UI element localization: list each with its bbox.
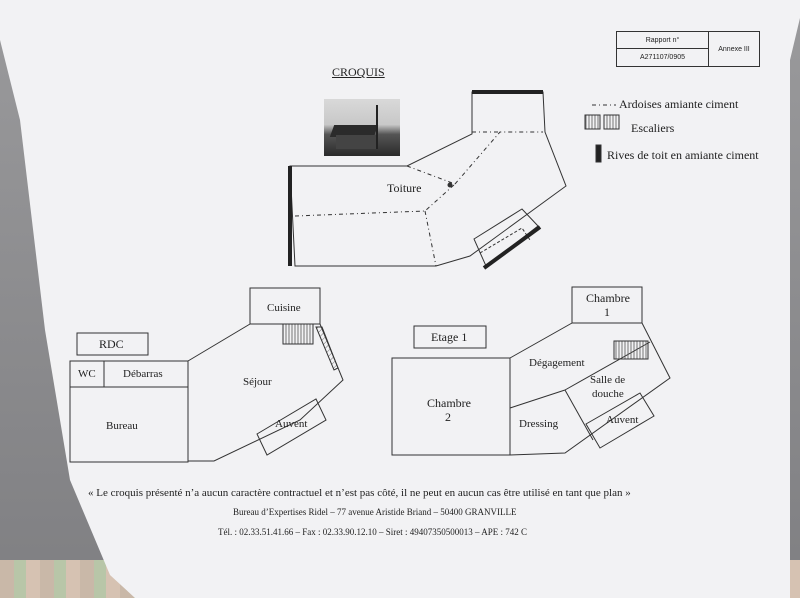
legend-ardoises: Ardoises amiante ciment [619,97,739,111]
label-degagement: Dégagement [529,357,585,369]
label-chambre1-num: 1 [604,305,610,319]
legend-escaliers: Escaliers [631,121,675,135]
label-salle-de: Salle de [590,374,626,386]
page-title: CROQUIS [332,65,385,79]
first-floor-plan [391,286,671,456]
label-debarras: Débarras [123,368,163,380]
report-number-box: Rapport n° A271107/0905 Annexe III [616,31,760,67]
label-bureau: Bureau [106,420,138,432]
house-photo [324,99,400,156]
legend-symbols [584,104,620,163]
roof-plan [288,90,567,270]
annex-label: Annexe III [708,31,760,67]
legend-rives: Rives de toit en amiante ciment [607,148,759,162]
footer-address: Bureau d’Expertises Ridel – 77 avenue Ar… [233,507,517,517]
label-chambre2: Chambre [427,396,471,410]
label-sejour: Séjour [243,376,272,388]
label-auvent-rdc: Auvent [275,418,308,430]
footer-disclaimer: « Le croquis présenté n’a aucun caractèr… [88,487,631,499]
label-dressing: Dressing [519,418,559,430]
label-douche: douche [592,388,624,400]
footer-contact: Tél. : 02.33.51.41.66 – Fax : 02.33.90.1… [218,527,528,537]
label-chambre1: Chambre [586,291,630,305]
label-chambre2-num: 2 [445,410,451,424]
label-cuisine: Cuisine [267,302,301,314]
label-wc: WC [78,368,96,380]
label-toiture: Toiture [387,181,422,195]
label-rdc: RDC [99,337,124,351]
label-auvent-etage: Auvent [606,414,639,426]
label-etage: Etage 1 [431,330,468,344]
ground-floor-plan [69,287,344,463]
